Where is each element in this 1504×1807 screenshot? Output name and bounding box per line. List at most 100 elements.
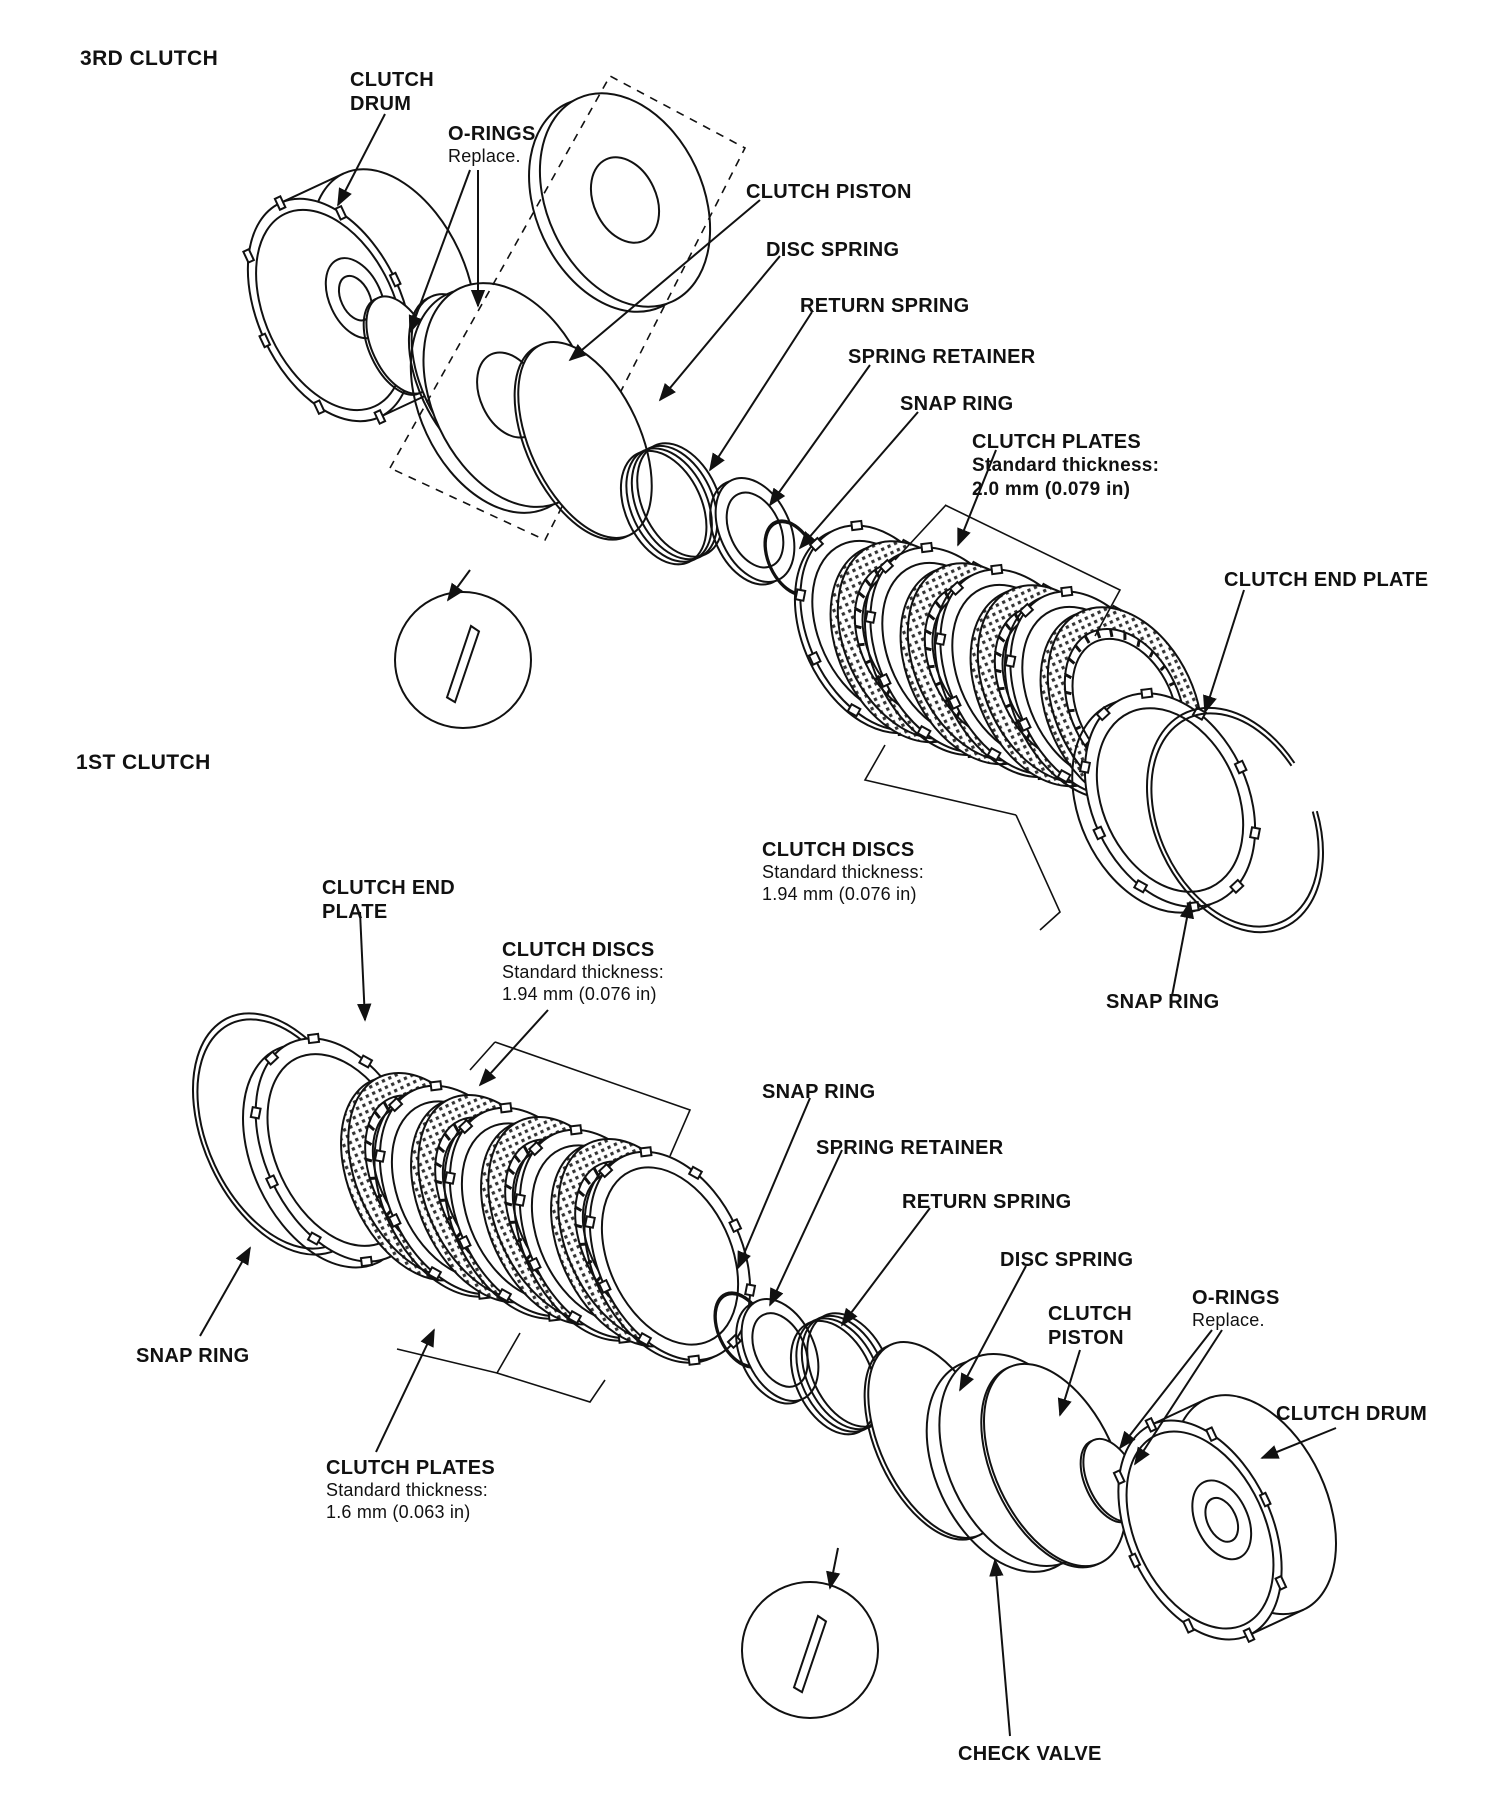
first-clutch-drum-hub-bore [1204,1496,1240,1543]
first-clutch-drum-slot [1242,1627,1256,1644]
third-clutch-disc-spline-tooth [997,635,1006,643]
leader-arrow [768,364,871,507]
label-3rd-clutch-plates-note2: 2.0 mm (0.079 in) [972,478,1131,500]
third-clutch-disc-spline-tooth [1159,664,1166,672]
third-clutch-disc-spline-tooth [1109,628,1114,638]
label-1st-clutch-discs-title: CLUTCH DISCS [502,939,655,961]
group-bracket-line [469,1041,496,1071]
label-1st-spring-retainer: SPRING RETAINER [816,1136,1003,1160]
first-clutch-disc-spline-tooth [439,1198,446,1202]
third-clutch-plate-lug [986,746,1002,762]
third-clutch-plate-lug [916,724,932,740]
third-clutch-disc-spline-tooth [1083,635,1091,644]
first-clutch-plate-lug [387,1212,402,1228]
third-clutch-disc-spline-tooth [1136,639,1141,648]
first-clutch-disc-spline-tooth [434,1161,443,1168]
label-1st-return-spring: RETURN SPRING [902,1190,1071,1214]
first-clutch-plate-lug [426,1265,443,1281]
third-clutch-plate-lug [1056,768,1072,784]
third-clutch-end-plate-lug [1229,878,1245,895]
third-clutch-disc-spline-tooth [928,664,935,669]
first-clutch-plate-lug [728,1218,743,1234]
first-clutch-disc-spline-tooth [443,1132,452,1142]
first-clutch-disc-spline-tooth [435,1179,443,1185]
label-1st-clutch-end-plate-line1: CLUTCH END [322,877,455,899]
label-1st-spring-retainer-text: SPRING RETAINER [816,1137,1004,1159]
first-clutch-plate-lug [597,1278,612,1294]
third-clutch-end-plate-lug [1095,705,1111,722]
third-clutch-plate-lug [947,694,962,710]
label-3rd-snap-ring-inner: SNAP RING [900,392,1013,416]
leader-arrow [1134,1329,1223,1466]
third-clutch-drum-slot [373,408,387,425]
third-clutch-disc-spline-tooth [994,668,1002,674]
third-clutch-parts [242,74,1324,934]
leader-arrow [737,1097,811,1270]
label-3rd-clutch-end-plate: CLUTCH END PLATE [1224,568,1428,592]
leader-arrow [826,1547,841,1590]
leader-arrow [1203,589,1245,714]
label-3rd-clutch-discs-note2: 1.94 mm (0.076 in) [762,884,917,905]
first-clutch-plate-lug [687,1165,704,1181]
label-1st-o-rings: O-RINGS Replace. [1192,1286,1280,1332]
third-piston-inset-back-edge [528,97,701,313]
first-clutch-plate-lug [429,1080,443,1092]
leader-arrow [1260,1427,1337,1459]
third-clutch-drum-hub-bore [337,274,373,322]
label-3rd-clutch-piston: CLUTCH PISTON [746,180,912,204]
third-clutch-plate-lug [934,632,947,646]
label-3rd-clutch-discs-note1: Standard thickness: [762,862,924,883]
third-clutch-disc-spline-tooth [854,624,862,630]
first-clutch-plate-lug [583,1215,596,1229]
first-clutch-disc-spline-tooth [522,1145,530,1155]
first-clutch-plate-lug [566,1309,583,1325]
first-clutch-disc-spline-tooth [592,1167,600,1177]
third-clutch-end-plate-lug [1078,760,1092,774]
label-1st-clutch-piston: CLUTCH PISTON [1048,1302,1132,1351]
label-3rd-clutch-discs-title: CLUTCH DISCS [762,839,915,861]
third-clutch-disc-spline-tooth [1004,622,1012,631]
label-3rd-clutch-plates-title: CLUTCH PLATES [972,431,1142,453]
third-clutch-plate-lug [1018,602,1035,619]
third-clutch-disc-spline-tooth [934,681,942,687]
leader-arrow [408,169,471,334]
third-clutch-end-plate-lug [1092,825,1107,841]
label-3rd-spring-retainer-text: SPRING RETAINER [848,346,1036,368]
third-clutch-disc-spline-tooth [854,607,863,614]
first-disc-spring-detail [741,1581,879,1719]
first-clutch-drum-slot [1128,1552,1142,1569]
first-clutch-plate-lug [457,1118,474,1135]
third-clutch-disc-spline-tooth [1064,673,1073,680]
third-clutch-drum-slot [273,195,287,212]
label-3rd-disc-spring-text: DISC SPRING [766,239,900,261]
first-clutch-plate-bore [600,1166,740,1346]
third-clutch-plate-lug [1017,716,1032,732]
third-clutch-drum-slot [334,204,348,221]
third-clutch-end-plate-lug [1233,759,1248,775]
first-clutch-plate-lug [597,1162,614,1179]
first-clutch-plate-lug [387,1096,404,1113]
first-clutch-plate-lug [457,1234,472,1250]
leader-arrow [337,113,386,207]
first-clutch-end-plate-lug [264,1174,280,1190]
label-1st-clutch-discs-note2: 1.94 mm (0.076 in) [502,984,657,1005]
third-clutch-disc-spline-tooth [857,591,866,599]
first-clutch-drum-rim-inner [1125,1430,1275,1630]
leader-arrow [568,199,761,362]
label-1st-return-spring-text: RETURN SPRING [902,1191,1072,1213]
third-clutch-plate-lug [877,672,892,688]
first-clutch-end-plate-lug [263,1050,280,1066]
first-clutch-disc-spline-tooth [507,1167,516,1176]
first-clutch-plate-lug [527,1256,542,1272]
first-clutch-plate-lug [687,1354,701,1366]
label-1st-clutch-plates-title: CLUTCH PLATES [326,1457,496,1479]
first-clutch-drum-slot [1274,1574,1288,1591]
label-3rd-clutch-discs: CLUTCH DISCS Standard thickness: 1.94 mm… [762,838,924,906]
section-title-1st-clutch: 1ST CLUTCH [76,751,211,774]
label-3rd-clutch-piston-text: CLUTCH PISTON [746,181,912,203]
first-clutch-plate-lug [527,1140,544,1157]
first-clutch-drum-hub [1191,1479,1253,1561]
first-o-ring-large-front-face [983,1362,1127,1568]
third-clutch-plate-lug [807,650,822,666]
label-3rd-clutch-plates-note1: Standard thickness: [972,455,1160,477]
